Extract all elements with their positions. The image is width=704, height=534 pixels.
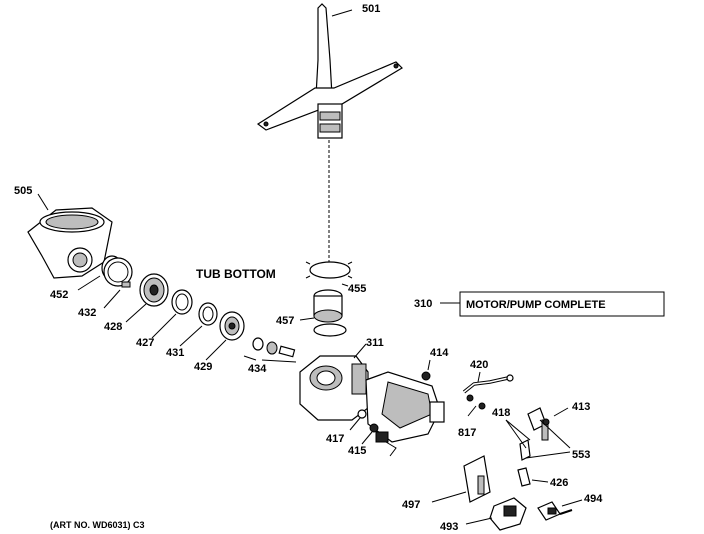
part-414 [421, 371, 431, 381]
callout-505: 505 [14, 185, 32, 197]
callout-426: 426 [550, 477, 568, 489]
callout-427: 427 [136, 337, 154, 349]
callout-428: 428 [104, 321, 122, 333]
motor-pump-assembly-311 [299, 355, 445, 457]
hose-420 [462, 374, 514, 394]
callout-434: 434 [248, 363, 267, 375]
art-number-label: (ART NO. WD6031) C3 [50, 520, 145, 530]
part-817 [466, 394, 486, 410]
part-417 [357, 409, 367, 419]
sump-housing-505 [27, 207, 113, 279]
callout-431: 431 [166, 347, 184, 359]
bellows-457 [313, 289, 347, 337]
callout-432: 432 [78, 307, 96, 319]
ring-431 [198, 302, 218, 326]
hardware-434 [252, 337, 296, 358]
callout-420: 420 [470, 359, 488, 371]
callout-553: 553 [572, 449, 590, 461]
callout-310: 310 [414, 298, 432, 310]
callout-493: 493 [440, 521, 458, 533]
switch-493 [489, 497, 527, 531]
impeller-429 [219, 311, 245, 341]
callout-417: 417 [326, 433, 344, 445]
tub-bottom-label: TUB BOTTOM [196, 267, 276, 281]
bracket-553 [519, 407, 550, 461]
callout-429: 429 [194, 361, 212, 373]
callout-457: 457 [276, 315, 294, 327]
callout-497: 497 [402, 499, 420, 511]
callout-817: 817 [458, 427, 476, 439]
callout-415: 415 [348, 445, 366, 457]
bracket-497 [463, 455, 491, 503]
callout-501: 501 [362, 3, 380, 15]
callout-413: 413 [572, 401, 590, 413]
motor-pump-complete-label: MOTOR/PUMP COMPLETE [466, 299, 606, 311]
motor-pump-complete-box [459, 291, 665, 317]
callout-414: 414 [430, 347, 449, 359]
connector-494 [537, 501, 573, 521]
callout-311: 311 [366, 337, 384, 349]
clip-426 [517, 467, 531, 487]
spray-arm-501 [256, 3, 403, 139]
callout-455: 455 [348, 283, 366, 295]
callout-452: 452 [50, 289, 68, 301]
part-415 [369, 423, 379, 433]
clamp-432 [103, 257, 133, 288]
filter-428 [139, 273, 169, 307]
callout-494: 494 [584, 493, 603, 505]
callout-418: 418 [492, 407, 510, 419]
ring-427 [171, 289, 193, 315]
gasket-455 [305, 261, 353, 279]
